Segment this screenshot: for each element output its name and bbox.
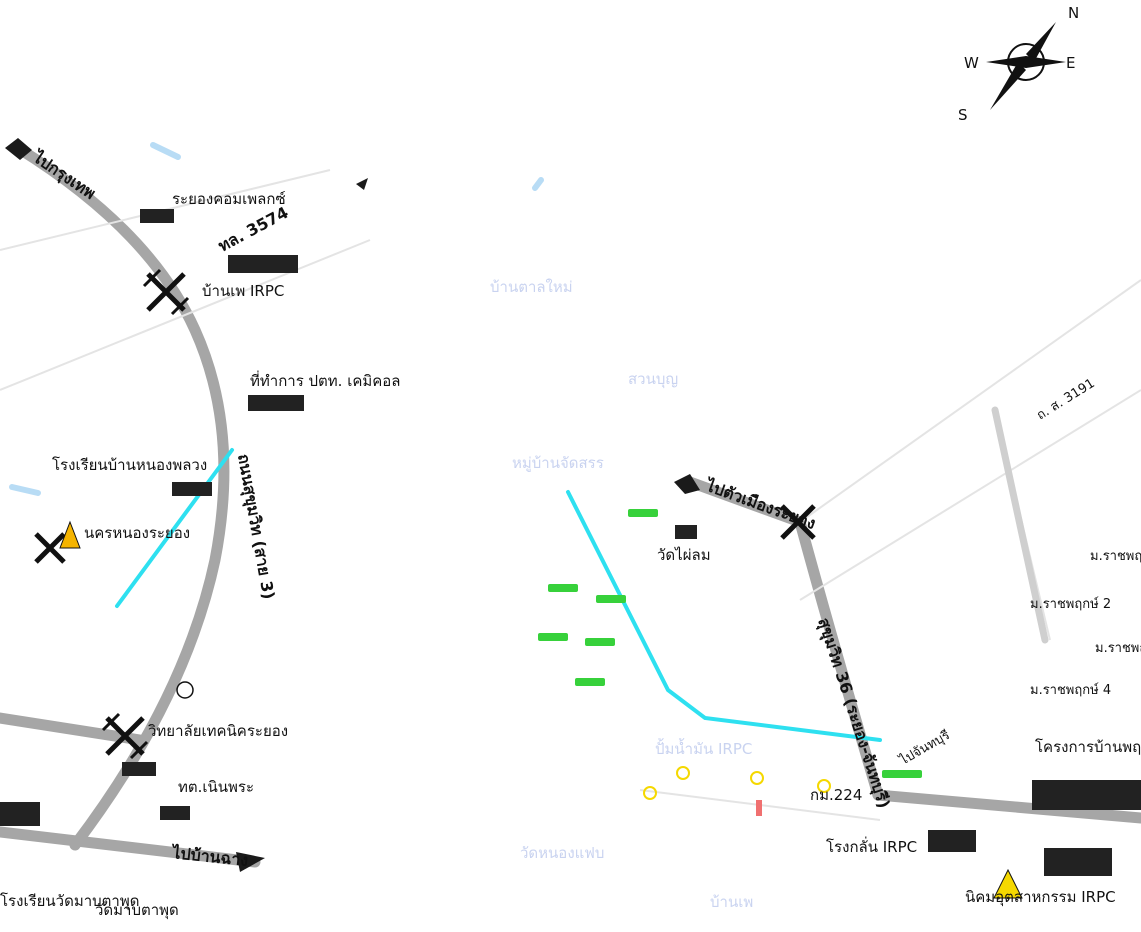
label-ban-phe: บ้านเพ IRPC	[202, 282, 284, 300]
green-marker-icon	[585, 638, 615, 646]
road-east-diagonal	[684, 476, 806, 528]
label-school-wat: โรงเรียนวัดมาบตาพุด	[0, 892, 139, 911]
compass-needle-ne	[1026, 22, 1056, 62]
intersection-icon	[34, 532, 66, 564]
building-icon	[248, 395, 304, 411]
red-marker-icon	[756, 800, 762, 816]
building-icon	[122, 762, 156, 776]
minor-road-3	[799, 279, 1141, 523]
label-wat-sai: วัดไผ่ลม	[657, 546, 711, 564]
building-icon	[1032, 780, 1141, 810]
faint-label-tanmai: บ้านตาลใหม่	[490, 278, 573, 296]
compass-north: N	[1068, 4, 1079, 22]
yellow-marker-icon	[750, 771, 764, 785]
faint-marks	[9, 142, 544, 496]
compass-needle-sw	[990, 62, 1026, 110]
intersection-icon	[101, 712, 149, 760]
arrow-north-east	[356, 178, 368, 190]
compass-east: E	[1066, 54, 1075, 72]
road-arrows	[5, 138, 700, 872]
faint-mark-3	[532, 177, 544, 191]
intersections	[34, 268, 816, 760]
minor-road-4	[799, 389, 1141, 601]
green-marker-icon	[548, 584, 578, 592]
route-highlight-east	[566, 490, 882, 742]
green-marker-icon	[596, 595, 626, 603]
yellow-marker-icon	[676, 766, 690, 780]
road-label-sukhumvit: ถนนสุขุมวิท (สาย 3)	[233, 452, 278, 601]
faint-label-irpc-station: ปั้มน้ำมัน IRPC	[655, 738, 752, 758]
intersection-icon	[780, 504, 816, 540]
minor-road-2	[0, 239, 371, 391]
route-highlight-west	[115, 448, 234, 608]
faint-label-market: สวนบุญ	[628, 370, 678, 389]
building-icon	[1044, 848, 1112, 876]
label-pc-office: ที่ทำการ ปตท. เคมิคอล	[250, 370, 401, 390]
label-tonkla: นครหนองระยอง	[84, 524, 190, 542]
highway-west-curve	[12, 142, 230, 851]
roads	[0, 142, 1141, 868]
green-marker-icon	[882, 770, 922, 778]
compass-rose: N E S W	[958, 4, 1079, 124]
road-east-vertical	[794, 516, 884, 801]
green-marker-icon	[538, 633, 568, 641]
side-road-3191	[991, 406, 1049, 644]
road-south-west	[0, 712, 146, 746]
warning-triangle-icon	[59, 520, 81, 549]
faint-mark-1	[150, 142, 181, 160]
label-sai-2: ม.ราชพฤกษ์ 2	[1030, 596, 1111, 612]
compass-south: S	[958, 106, 968, 124]
building-icon	[160, 806, 190, 820]
yellow-marker-icon	[643, 786, 657, 800]
buildings	[0, 209, 1141, 876]
building-icon	[675, 525, 697, 539]
faint-label-new-village: หมู่บ้านจัดสรร	[512, 454, 604, 472]
building-icon	[928, 830, 976, 852]
green-marker-icon	[628, 509, 658, 517]
label-irpc-factory: โรงกลั่น IRPC	[826, 836, 917, 856]
road-label-to-banchang: ไปบ้านฉาง	[170, 843, 250, 870]
highlight-routes	[115, 448, 882, 742]
markers	[59, 509, 1023, 899]
label-sai-3: ม.ราชพฤกษ์ 3	[1095, 640, 1141, 656]
green-marker-icon	[575, 678, 605, 686]
label-rayong-complex: ระยองคอมเพลกซ์	[172, 190, 286, 208]
faint-labels: บ้านตาลใหม่ สวนบุญ หมู่บ้านจัดสรร ปั้มน้…	[490, 278, 753, 911]
building-icon	[172, 482, 212, 496]
road-label-route: ทล. 3574	[215, 203, 291, 256]
faint-mark-2	[9, 484, 41, 496]
label-rayong-technical: วิทยาลัยเทคนิคระยอง	[147, 722, 288, 740]
label-sai-4: ม.ราชพฤกษ์ 4	[1030, 682, 1111, 698]
label-town-hall: ทต.เนินพระ	[178, 778, 254, 796]
label-wat-khao: วัดมาบตาพุด	[95, 901, 179, 920]
label-sai-1: ม.ราชพฤกษ์ 1	[1090, 548, 1141, 564]
building-icon	[228, 255, 298, 273]
arrow-to-bangkok	[5, 138, 32, 160]
label-industrial: นิคมอุตสาหกรรม IRPC	[965, 888, 1116, 907]
intersection-icon	[142, 268, 190, 316]
label-ratchanok: โครงการบ้านพฤกษา	[1035, 738, 1141, 756]
yellow-marker-icon	[817, 779, 831, 793]
arrow-to-rayong	[674, 474, 700, 494]
road-label-kp224: กม.224	[810, 786, 862, 804]
road-label-chanthaburi: ไปจันทบุรี	[896, 727, 953, 769]
building-icon	[140, 209, 174, 223]
building-icon	[0, 802, 40, 826]
compass-needle-w	[986, 56, 1034, 68]
faint-label-hospital: บ้านเพ	[710, 893, 753, 911]
arrow-south	[236, 852, 265, 872]
place-labels: ระยองคอมเพลกซ์ บ้านเพ IRPC ที่ทำการ ปตท.…	[0, 190, 1141, 920]
road-label-3191: ถ. ส. 3191	[1034, 376, 1097, 423]
road-label-to-rayong: ไปตัวเมืองระยอง	[702, 475, 818, 533]
road-south-main	[0, 826, 261, 868]
compass-west: W	[964, 54, 979, 72]
faint-label-wat-nong-fab: วัดหนองแฟบ	[520, 844, 604, 862]
warning-triangle-icon	[993, 868, 1023, 899]
road-label-sukhumvit-36: สุขุมวิท 36 (ระยอง-จันทบุรี)	[813, 615, 894, 810]
road-label-to-bangkok: ไปกรุงเทพ	[28, 146, 100, 203]
label-school-nong-phluang: โรงเรียนบ้านหนองพลวง	[52, 456, 207, 474]
circle-marker-icon	[176, 681, 194, 699]
road-east-horizontal	[872, 789, 1141, 824]
